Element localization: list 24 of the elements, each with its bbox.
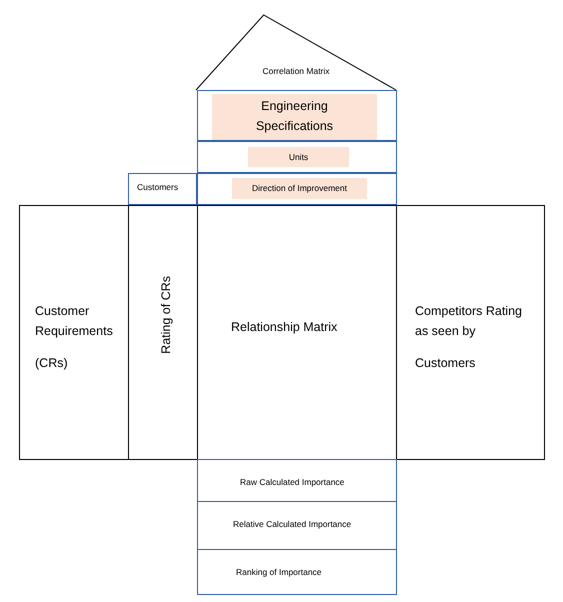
- section-label: Units: [248, 147, 349, 167]
- section-label: Rating of CRs: [159, 276, 173, 354]
- matrix-section: [197, 90, 397, 141]
- section-label: Raw Calculated Importance: [240, 477, 344, 487]
- matrix-section: [19, 205, 129, 460]
- matrix-section: [197, 173, 397, 205]
- section-label: Ranking of Importance: [236, 567, 322, 577]
- section-label: Relationship Matrix: [231, 320, 338, 334]
- section-label: Customers: [137, 182, 178, 192]
- matrix-section: [128, 205, 198, 460]
- section-label: Customers: [415, 356, 476, 370]
- section-label: Relative Calculated Importance: [233, 519, 352, 529]
- section-label: Direction of Improvement: [232, 178, 367, 199]
- matrix-section: [197, 501, 397, 550]
- matrix-section: [197, 459, 397, 502]
- matrix-section: [197, 549, 397, 595]
- section-label: Engineering Specifications: [212, 94, 377, 140]
- matrix-section: [396, 205, 545, 460]
- matrix-section: [128, 173, 197, 205]
- matrix-section: [197, 141, 397, 173]
- section-label: Competitors Rating as seen by: [415, 303, 523, 340]
- section-label: Customer Requirements: [35, 303, 114, 340]
- section-label: (CRs): [35, 356, 68, 370]
- section-label: Correlation Matrix: [261, 66, 331, 76]
